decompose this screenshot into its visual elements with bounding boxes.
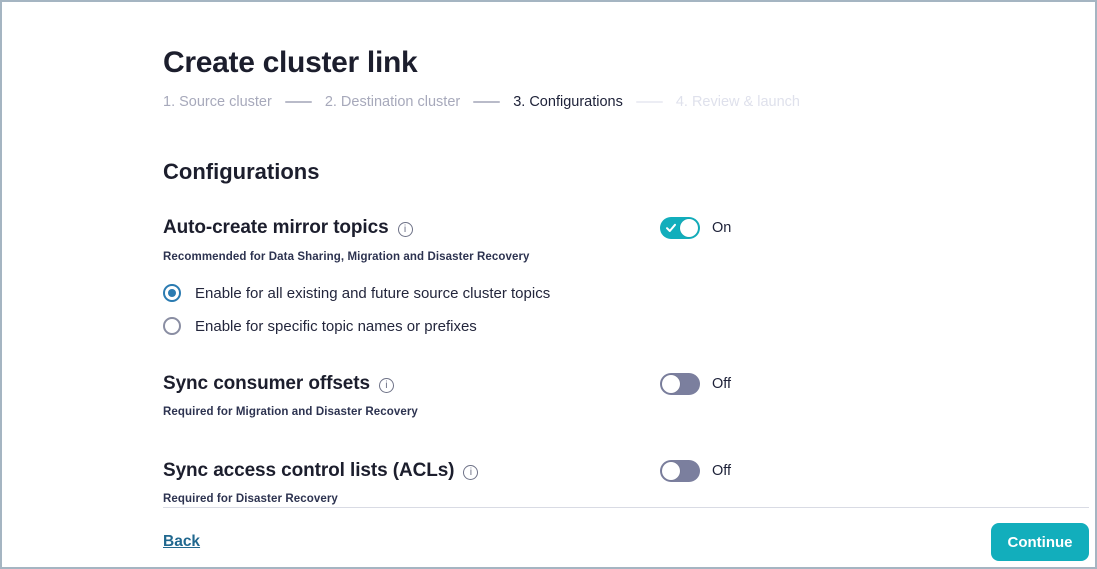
info-icon[interactable]: i [378, 377, 394, 393]
config-label-wrap: Sync consumer offsets i [163, 373, 660, 395]
sync-acls-toggle-state: Off [712, 463, 732, 479]
auto-create-mirror-topics-toggle[interactable] [660, 217, 700, 239]
config-row-sync-consumer-offsets: Sync consumer offsets i Off [163, 373, 1089, 395]
radio-label-all-topics: Enable for all existing and future sourc… [195, 284, 551, 302]
sync-acls-description: Required for Disaster Recovery [163, 493, 338, 505]
config-label-wrap: Sync access control lists (ACLs) i [163, 460, 660, 482]
footer-divider [163, 507, 1089, 508]
radio-selected-icon[interactable] [163, 284, 181, 302]
step-configurations[interactable]: 3. Configurations [513, 94, 623, 110]
sync-offsets-toggle-group: Off [660, 373, 731, 395]
step-source-cluster[interactable]: 1. Source cluster [163, 94, 272, 110]
section-heading: Configurations [163, 159, 320, 184]
auto-create-description: Recommended for Data Sharing, Migration … [163, 251, 530, 263]
config-label-wrap: Auto-create mirror topics i [163, 217, 660, 239]
sync-acls-toggle-group: Off [660, 460, 731, 482]
config-row-sync-acls: Sync access control lists (ACLs) i Off [163, 460, 1089, 482]
back-link[interactable]: Back [163, 533, 201, 550]
auto-create-toggle-state: On [712, 220, 732, 236]
sync-offsets-toggle-state: Off [712, 376, 732, 392]
sync-consumer-offsets-toggle[interactable] [660, 373, 700, 395]
toggle-knob [662, 375, 680, 393]
auto-create-mirror-topics-label: Auto-create mirror topics [163, 217, 389, 238]
sync-offsets-description: Required for Migration and Disaster Reco… [163, 406, 418, 418]
sync-consumer-offsets-label: Sync consumer offsets [163, 373, 370, 394]
radio-option-all-topics[interactable]: Enable for all existing and future sourc… [163, 284, 550, 302]
auto-create-toggle-group: On [660, 217, 731, 239]
continue-button[interactable]: Continue [991, 523, 1089, 561]
wizard-step-indicator: 1. Source cluster 2. Destination cluster… [163, 94, 800, 110]
step-connector [635, 101, 663, 103]
toggle-knob [680, 219, 698, 237]
sync-acls-label: Sync access control lists (ACLs) [163, 460, 455, 481]
config-row-auto-create-mirror-topics: Auto-create mirror topics i On [163, 217, 1089, 239]
page-title: Create cluster link [163, 46, 418, 79]
step-destination-cluster[interactable]: 2. Destination cluster [324, 94, 461, 110]
step-connector [284, 101, 312, 103]
info-icon[interactable]: i [397, 221, 413, 237]
step-review-launch: 4. Review & launch [675, 94, 800, 110]
sync-acls-toggle[interactable] [660, 460, 700, 482]
radio-option-specific-topics[interactable]: Enable for specific topic names or prefi… [163, 317, 477, 335]
toggle-knob [662, 462, 680, 480]
radio-unselected-icon[interactable] [163, 317, 181, 335]
info-icon[interactable]: i [463, 464, 479, 480]
radio-label-specific-topics: Enable for specific topic names or prefi… [195, 317, 477, 335]
step-connector [473, 101, 501, 103]
check-icon [666, 223, 676, 232]
